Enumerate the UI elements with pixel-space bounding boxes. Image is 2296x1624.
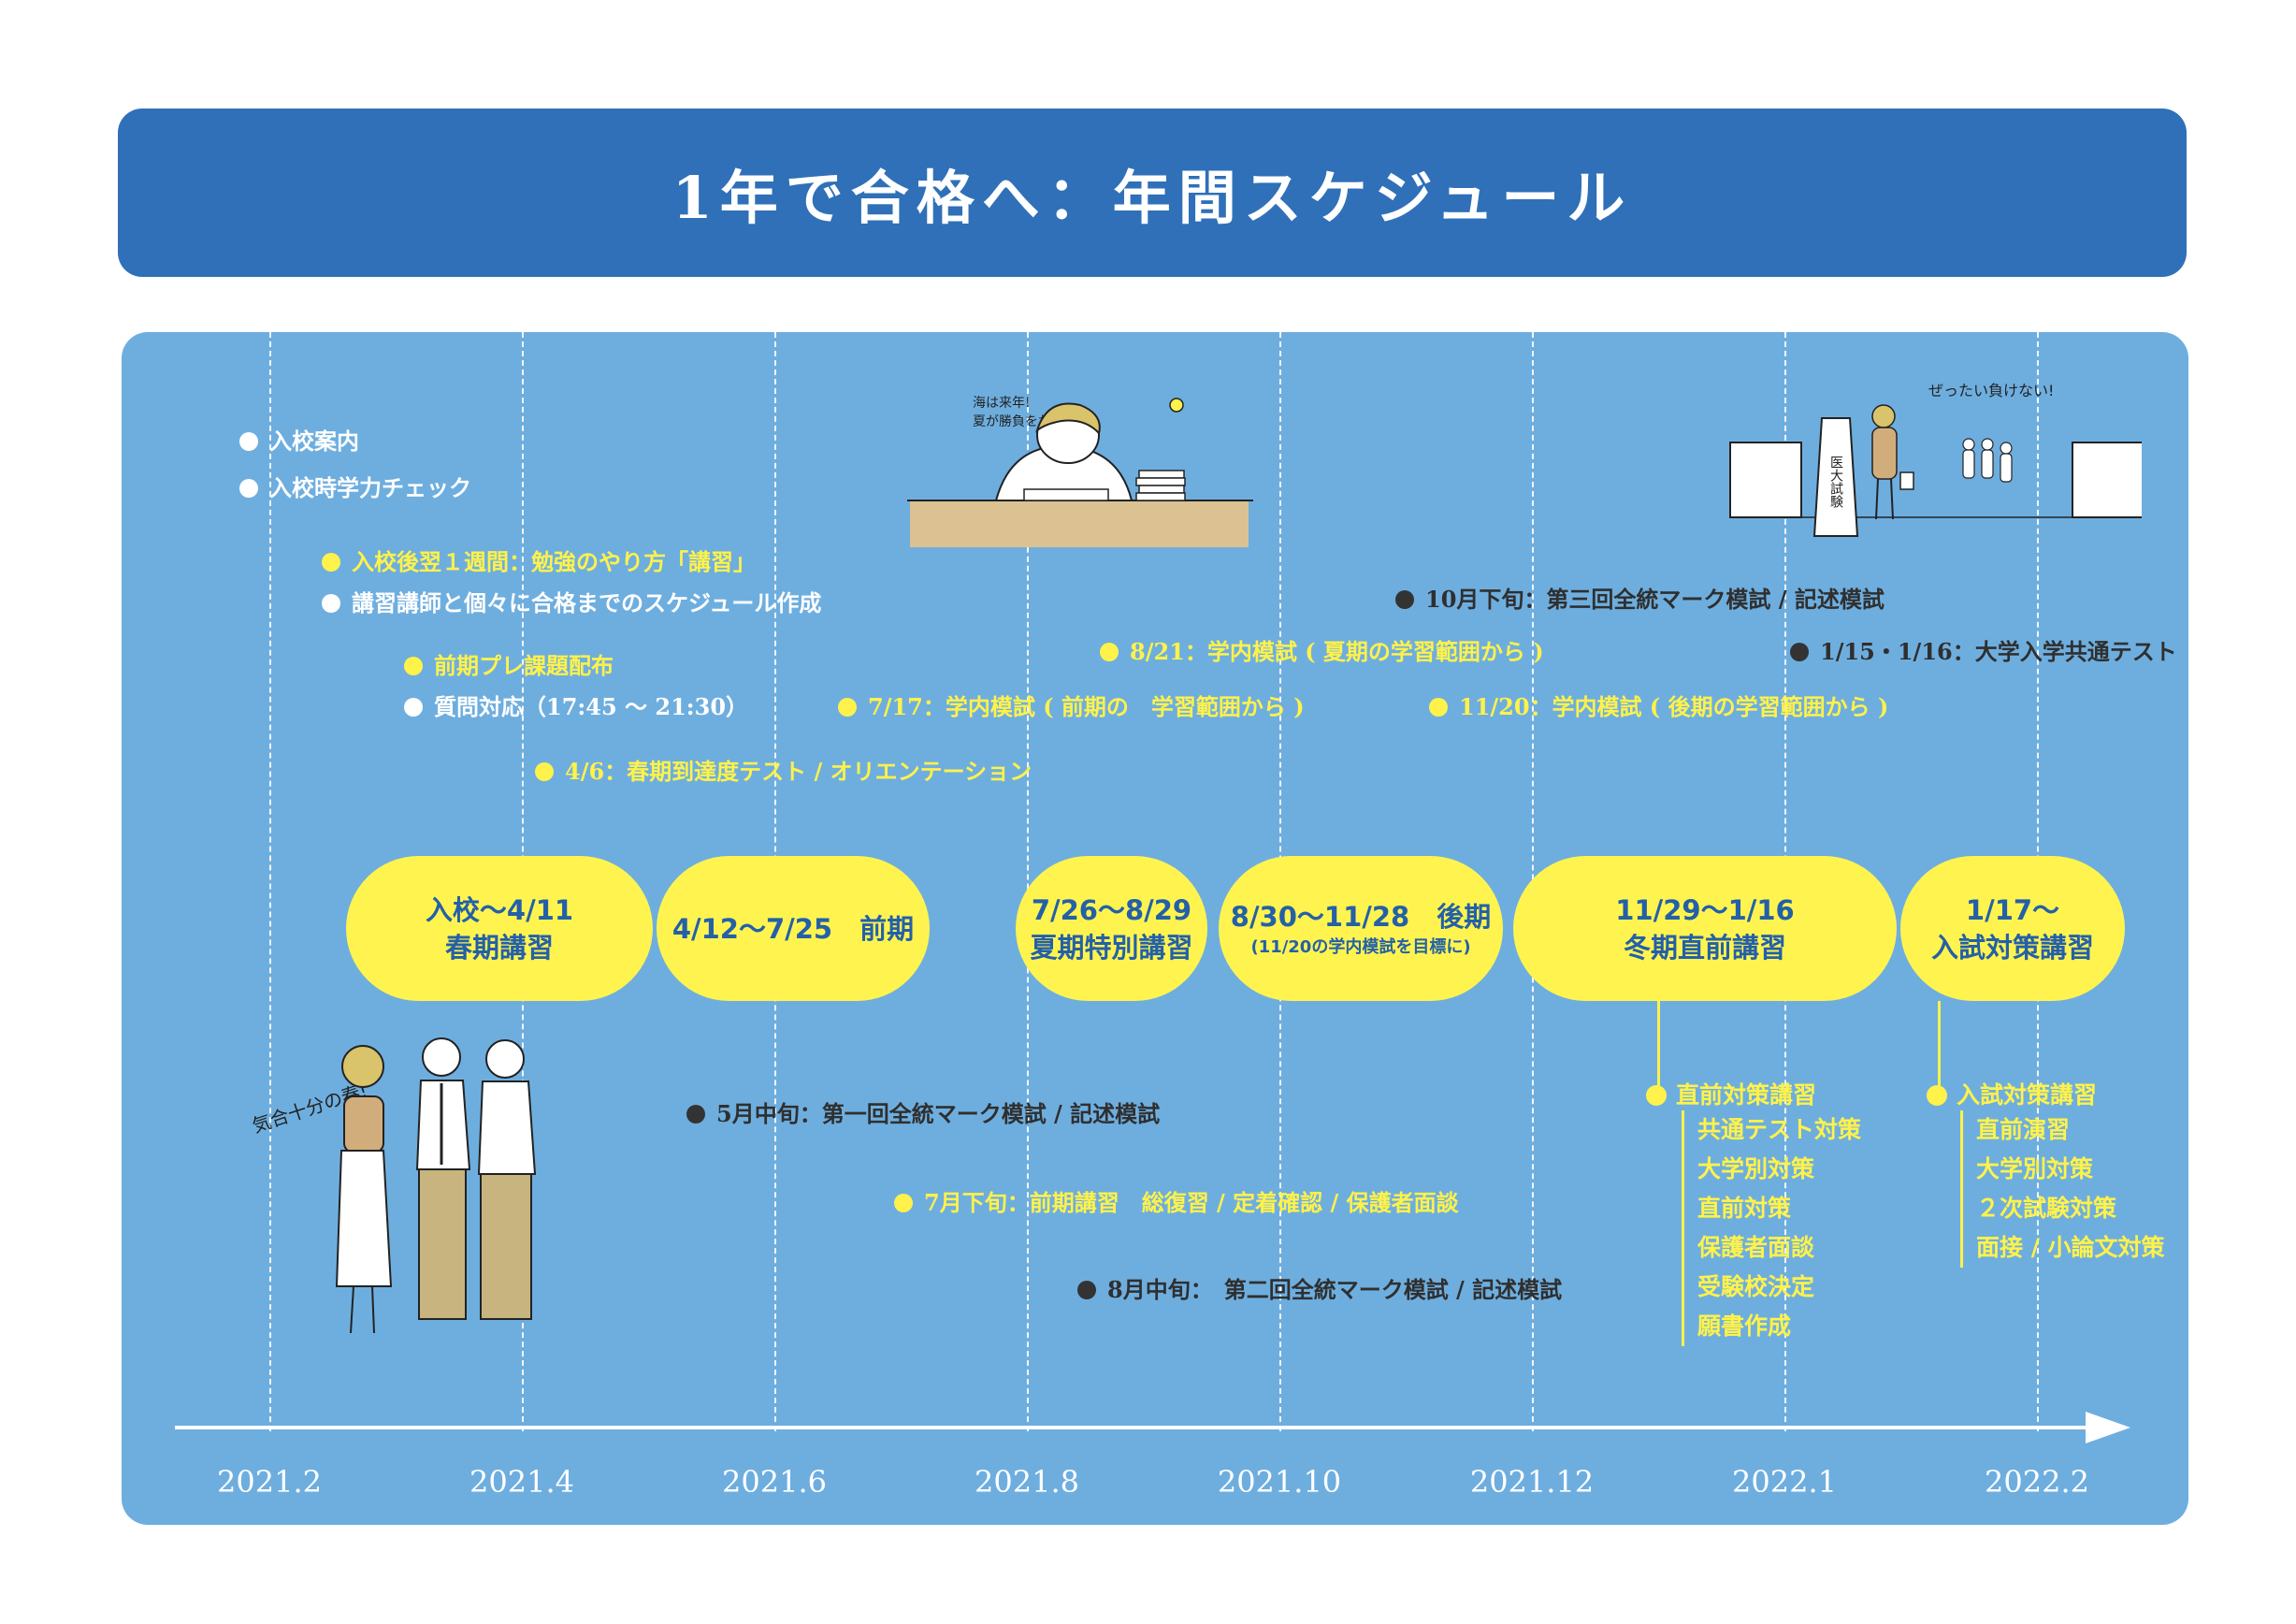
bullet-dot-icon — [894, 1194, 913, 1212]
time-axis-arrow-icon — [2086, 1412, 2130, 1443]
axis-tick-label: 2021.10 — [1217, 1464, 1342, 1500]
bullet-dot-icon — [1927, 1085, 1947, 1106]
bullet-dot-icon — [1077, 1281, 1096, 1299]
event-item: 前期プレ課題配布 — [404, 652, 614, 680]
bullet-dot-icon — [322, 594, 340, 613]
list-item: 面接 / 小論文対策 — [1976, 1234, 2165, 1261]
bullet-dot-icon — [1395, 590, 1414, 609]
event-item: 7月下旬：前期講習 総復習 / 定着確認 / 保護者面談 — [894, 1189, 1459, 1217]
axis-tick-label: 2021.8 — [975, 1464, 1079, 1500]
bullet-dot-icon — [322, 553, 340, 572]
event-item: 11/20：学内模試 ( 後期の学習範囲から ) — [1429, 693, 1888, 721]
list-item: 大学別対策 — [1697, 1155, 1815, 1182]
list-item: 直前対策 — [1697, 1195, 1792, 1222]
axis-tick-label: 2021.12 — [1469, 1464, 1595, 1500]
bullet-dot-icon — [404, 657, 423, 675]
period-summer: 7/26〜8/29 夏期特別講習 — [1016, 856, 1207, 1001]
event-item: 8月中旬： 第二回全統マーク模試 / 記述模試 — [1077, 1276, 1562, 1304]
period-winter: 11/29〜1/16 冬期直前講習 — [1513, 856, 1897, 1001]
studying-student-illustration: 海は来年! 夏が勝負をわける — [907, 396, 1253, 547]
list-item: 直前演習 — [1976, 1116, 2071, 1143]
winter-detail-heading: 直前対策講習 — [1646, 1077, 1816, 1110]
list-item: ２次試験対策 — [1976, 1195, 2117, 1222]
bullet-dot-icon — [1790, 643, 1809, 661]
event-item: 入校時学力チェック — [239, 474, 471, 502]
exam-sign: 医大試験 — [1828, 456, 1843, 508]
event-item: 1/15・1/16：大学入学共通テスト — [1790, 638, 2177, 666]
exam-caption: ぜったい負けない! — [1928, 382, 2054, 399]
bullet-dot-icon — [1100, 643, 1119, 661]
axis-tick-label: 2022.2 — [1985, 1464, 2089, 1500]
exam-detail-heading: 入試対策講習 — [1927, 1077, 2097, 1110]
exam-connector — [1938, 1001, 1941, 1088]
list-item: 願書作成 — [1697, 1312, 1792, 1340]
exam-hall-illustration: ぜったい負けない! 医大試験 — [1729, 382, 2142, 537]
period-second-term: 8/30〜11/28 後期 (11/20の学内模試を目標に) — [1219, 856, 1503, 1001]
axis-tick-label: 2021.4 — [469, 1464, 574, 1500]
event-item: 8/21：学内模試 ( 夏期の学習範囲から ) — [1100, 638, 1544, 666]
bullet-dot-icon — [838, 698, 857, 717]
axis-tick-label: 2022.1 — [1732, 1464, 1837, 1500]
event-item: 5月中旬：第一回全統マーク模試 / 記述模試 — [686, 1100, 1160, 1128]
period-first-term: 4/12〜7/25 前期 — [657, 856, 930, 1001]
list-item: 保護者面談 — [1697, 1234, 1815, 1261]
list-item: 大学別対策 — [1976, 1155, 2094, 1182]
timeline-panel: 2021.2 2021.4 2021.6 2021.8 2021.10 2021… — [122, 332, 2188, 1525]
bullet-dot-icon — [535, 762, 554, 781]
page-title: 1年で合格へ：年間スケジュール — [671, 164, 1633, 232]
bullet-dot-icon — [404, 698, 423, 717]
title-banner: 1年で合格へ：年間スケジュール — [118, 109, 2187, 277]
period-exam-prep: 1/17〜 入試対策講習 — [1900, 856, 2125, 1001]
gridline — [269, 332, 271, 1431]
winter-connector — [1657, 1001, 1660, 1088]
period-spring: 入校〜4/11 春期講習 — [346, 856, 653, 1001]
axis-tick-label: 2021.2 — [217, 1464, 322, 1500]
gridline — [1027, 332, 1029, 1431]
list-item: 共通テスト対策 — [1697, 1116, 1862, 1143]
summer-caption-1: 海は来年! — [973, 396, 1031, 411]
list-item: 受験校決定 — [1697, 1273, 1815, 1300]
bullet-dot-icon — [1429, 698, 1448, 717]
event-item: 質問対応（17:45 〜 21:30） — [404, 693, 748, 721]
bullet-dot-icon — [239, 479, 258, 498]
event-item: 4/6：春期到達度テスト / オリエンテーション — [535, 758, 1032, 786]
time-axis — [175, 1426, 2101, 1429]
bullet-dot-icon — [239, 432, 258, 451]
event-item: 10月下旬：第三回全統マーク模試 / 記述模試 — [1395, 586, 1884, 614]
exam-detail-list: 直前演習 大学別対策 ２次試験対策 面接 / 小論文対策 — [1960, 1110, 2165, 1268]
bullet-dot-icon — [1646, 1085, 1667, 1106]
event-item: 入校後翌１週間：勉強のやり方「講習」 — [322, 548, 756, 576]
event-item: 入校案内 — [239, 428, 359, 456]
bullet-dot-icon — [686, 1105, 705, 1124]
winter-detail-list: 共通テスト対策 大学別対策 直前対策 保護者面談 受験校決定 願書作成 — [1682, 1110, 1861, 1346]
axis-tick-label: 2021.6 — [722, 1464, 827, 1500]
event-item: 7/17：学内模試 ( 前期の 学習範囲から ) — [838, 693, 1305, 721]
spring-greeting-illustration: 気合十分の春! — [250, 1037, 537, 1334]
event-item: 講習講師と個々に合格までのスケジュール作成 — [322, 589, 821, 617]
